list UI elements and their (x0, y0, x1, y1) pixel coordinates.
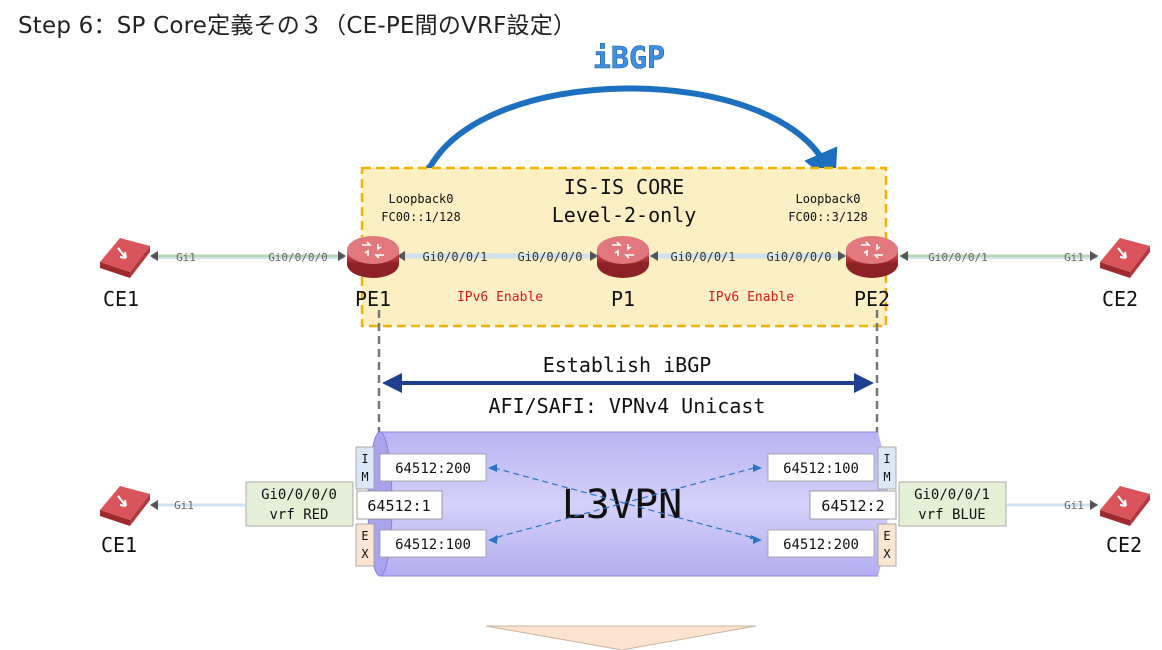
ipv6-enable-right: IPv6 Enable (708, 290, 794, 305)
p1-router-icon[interactable] (597, 236, 649, 278)
ce2-interface-label: Gi1 (1064, 251, 1084, 264)
right-import-rt-box (767, 453, 875, 482)
left-rd-box (356, 490, 443, 520)
pe2-loopback-label: Loopback0 (795, 192, 860, 206)
right-vrf-name: vrf BLUE (918, 507, 985, 523)
pe1-label: PE1 (355, 287, 391, 311)
ce1-bottom-device-icon[interactable] (100, 486, 150, 526)
ibgp-arc-arrow (401, 85, 838, 202)
left-im-tag-letter-m: M (361, 470, 368, 484)
left-vrf-interface: Gi0/0/0/0 (261, 487, 337, 503)
left-vrf-box (245, 481, 354, 527)
next-step-arrow-shape (485, 625, 757, 650)
left-vrf-name: vrf RED (269, 507, 328, 523)
left-ex-tag-letter-x: X (361, 547, 369, 561)
p1-left-interface-label: Gi0/0/0/0 (517, 250, 582, 264)
page-title: Step 6：SP Core定義その３（CE-PE間のVRF設定） (18, 13, 577, 39)
ce2-bottom-device-icon[interactable] (1100, 486, 1150, 526)
right-ex-tag-letter-x: X (883, 547, 891, 561)
ce2-top-device-icon[interactable] (1100, 238, 1150, 278)
right-export-rt: 64512:200 (783, 537, 859, 553)
rt-arrow-right-im (493, 467, 756, 540)
left-im-tag-letter-i: I (361, 452, 368, 466)
left-import-rt: 64512:200 (395, 461, 471, 477)
right-im-tag-letter-i: I (883, 452, 890, 466)
establish-ibgp-label: Establish iBGP (543, 353, 712, 377)
right-ex-tag-letter-e: E (883, 529, 890, 543)
right-export-rt-box (767, 529, 875, 558)
pe1-router-icon[interactable] (347, 236, 399, 278)
right-im-tag-letter-m: M (883, 470, 890, 484)
left-ex-tag-letter-e: E (361, 529, 368, 543)
pe1-core-interface-label: Gi0/0/0/1 (422, 250, 487, 264)
p1-right-interface-label: Gi0/0/0/1 (670, 250, 735, 264)
left-export-tag (355, 523, 375, 567)
ce2-bottom-interface-label: Gi1 (1064, 499, 1084, 512)
ibgp-label: iBGP (593, 41, 665, 76)
ce2-top-label: CE2 (1102, 287, 1138, 311)
right-vrf-interface: Gi0/0/0/1 (914, 487, 990, 503)
ce2-bottom-label: CE2 (1106, 533, 1142, 557)
pe1-loopback-address: FC00::1/128 (381, 210, 460, 224)
ce1-bottom-label: CE1 (101, 533, 137, 557)
pe2-router-icon[interactable] (846, 236, 898, 278)
left-import-rt-box (379, 453, 487, 482)
pe2-core-interface-label: Gi0/0/0/0 (766, 250, 831, 264)
pe2-loopback-address: FC00::3/128 (788, 210, 867, 224)
left-export-rt-box (379, 529, 487, 558)
isis-level-label: Level-2-only (552, 203, 697, 227)
ce1-top-label: CE1 (103, 287, 139, 311)
afi-safi-label: AFI/SAFI: VPNv4 Unicast (489, 394, 766, 418)
pe1-ce-interface-label: Gi0/0/0/0 (268, 251, 328, 264)
l3vpn-label: L3VPN (562, 482, 682, 528)
p1-label: P1 (611, 287, 635, 311)
right-import-rt: 64512:100 (783, 461, 859, 477)
right-vrf-box (898, 481, 1007, 527)
ipv6-enable-left: IPv6 Enable (457, 290, 543, 305)
right-export-tag (877, 523, 897, 567)
pe1-loopback-label: Loopback0 (388, 192, 453, 206)
right-import-tag (877, 446, 897, 490)
left-export-rt: 64512:100 (395, 537, 471, 553)
ce1-bottom-interface-label: Gi1 (174, 499, 194, 512)
left-rd: 64512:1 (367, 497, 430, 515)
pe2-label: PE2 (854, 287, 890, 311)
left-import-tag (355, 446, 375, 490)
right-rd-box (809, 490, 897, 520)
pe2-ce-interface-label: Gi0/0/0/1 (928, 251, 988, 264)
ce1-interface-label: Gi1 (176, 251, 196, 264)
isis-core-title: IS-IS CORE (564, 175, 684, 199)
right-rd: 64512:2 (821, 497, 884, 515)
ce1-top-device-icon[interactable] (100, 238, 150, 278)
